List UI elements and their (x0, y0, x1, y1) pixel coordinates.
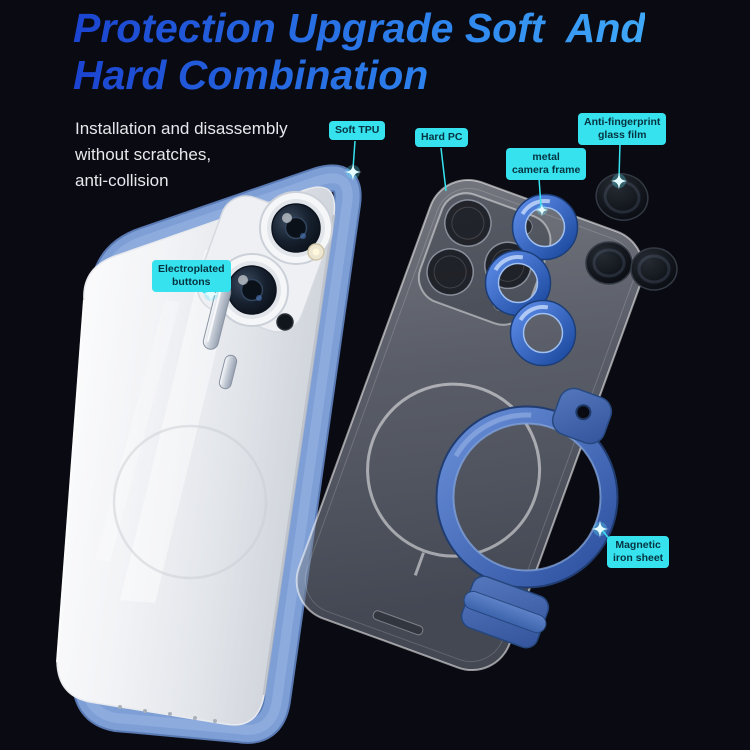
callout-label: Soft TPU (335, 124, 380, 136)
glass-films (585, 173, 678, 291)
lidar-sensor (276, 313, 294, 331)
callout-hard-pc: Hard PC (415, 128, 469, 147)
description-line: Installation and disassembly (75, 119, 288, 138)
magnetic-ring-holder (435, 387, 619, 649)
callout-label: buttons (172, 276, 211, 288)
callout-line-soft-tpu (352, 140, 356, 170)
panel-port-cutout (372, 610, 424, 636)
phone-magsafe-circle (112, 424, 268, 580)
callout-label: Hard PC (421, 131, 463, 143)
callout-line-hard-pc (440, 147, 447, 192)
callout-label: iron sheet (613, 552, 664, 564)
callout-metal-camera-frame: metal camera frame (506, 148, 587, 180)
speaker-holes (118, 705, 217, 723)
callout-label: glass film (597, 129, 647, 141)
description-line: without scratches, (75, 145, 212, 164)
description-line: anti-collision (75, 171, 169, 190)
callout-electroplated-buttons: Electroplated buttons (152, 260, 231, 292)
callout-line-metal-frame (538, 177, 542, 208)
callout-soft-tpu: Soft TPU (329, 121, 386, 140)
callout-label: Magnetic (615, 539, 661, 551)
callout-label: camera frame (512, 164, 581, 176)
callout-line-anti-fingerprint (618, 142, 621, 179)
callout-anti-fingerprint: Anti-fingerprint glass film (578, 113, 667, 145)
callout-label: Electroplated (158, 263, 225, 275)
metal-camera-rings (484, 193, 579, 367)
page-title: Protection Upgrade Soft And Hard Combina… (73, 5, 645, 99)
callout-label: Anti-fingerprint (584, 116, 661, 128)
camera-lens (215, 253, 289, 327)
callout-magnetic-iron-sheet: Magnetic iron sheet (607, 536, 670, 568)
title-line-1: Protection Upgrade Soft And (73, 5, 646, 51)
title-line-2: Hard Combination (73, 52, 645, 99)
description: Installation and disassembly without scr… (75, 116, 288, 194)
ring-tab (551, 387, 613, 445)
callout-label: metal (532, 151, 560, 163)
phone-reflection (95, 300, 180, 562)
panel-magsafe-circle (366, 382, 542, 558)
ring-hinge (460, 575, 550, 649)
